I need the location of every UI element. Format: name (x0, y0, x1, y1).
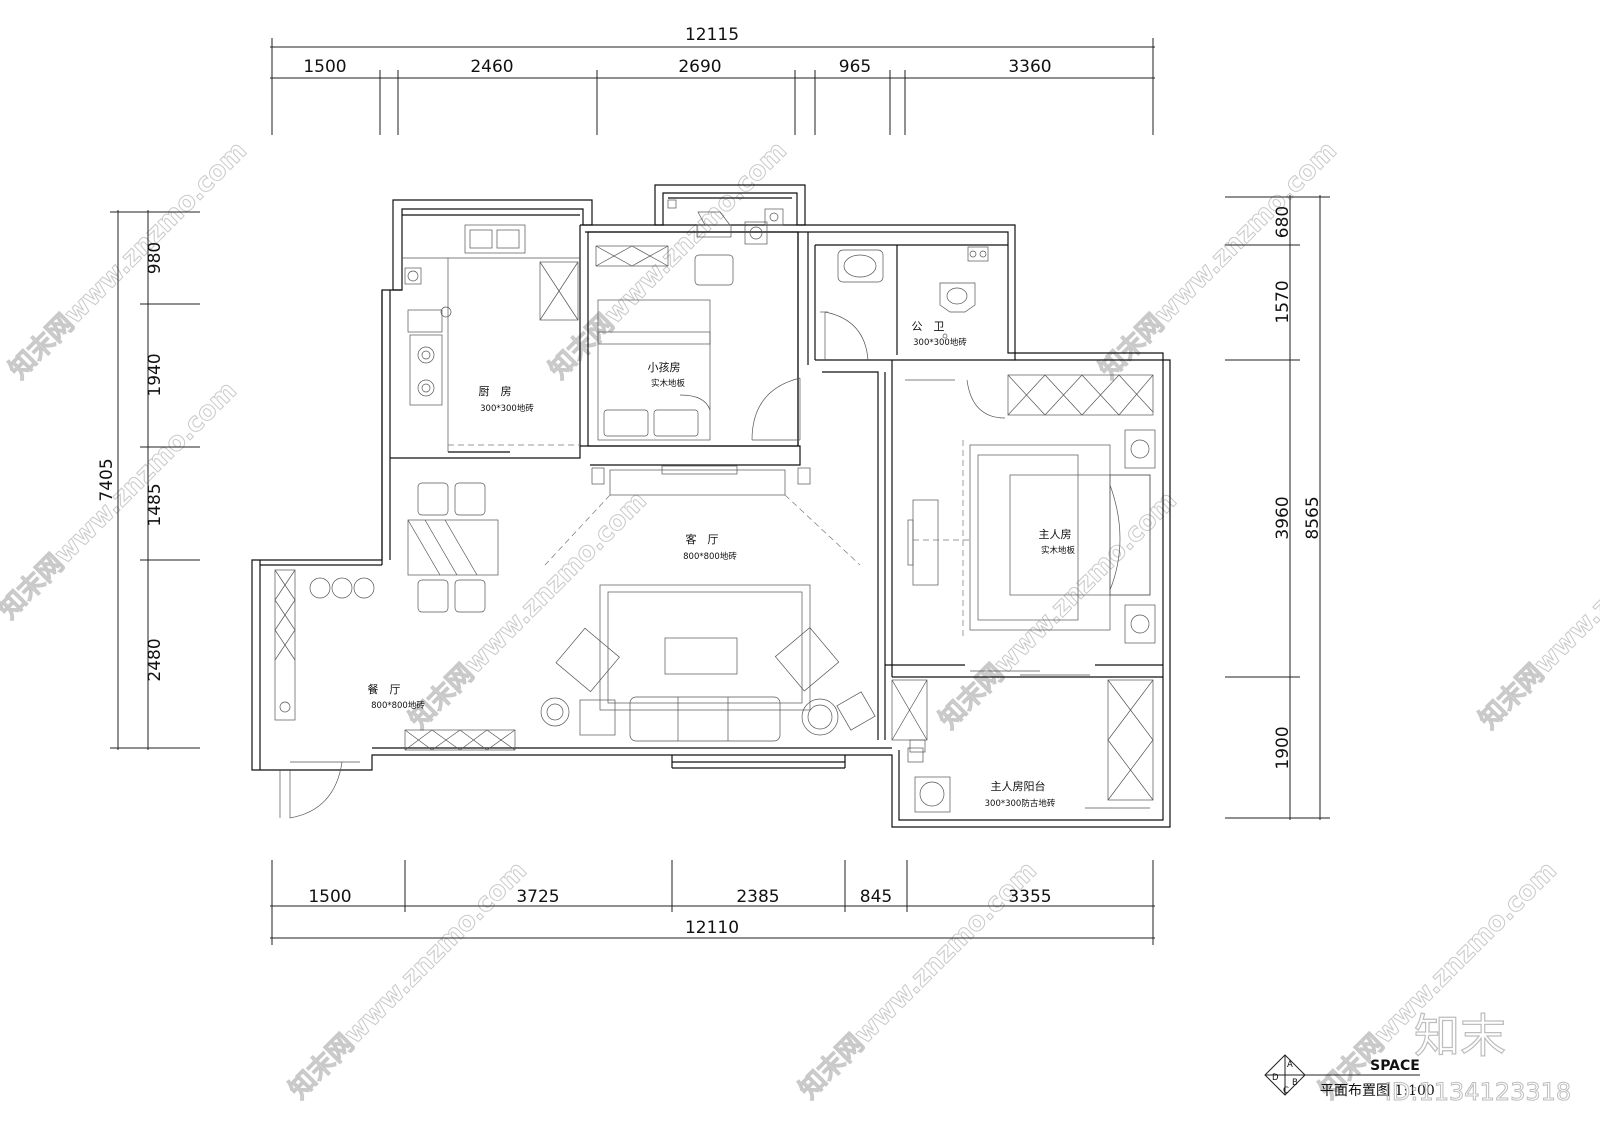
child-room-name: 小孩房 (648, 361, 681, 374)
brand-text: SPACE (1370, 1058, 1420, 1074)
top-segment-dimension: 1500 (303, 57, 346, 77)
left-segment-dimension: 1940 (145, 353, 165, 396)
left-dimensions: 7405 980 1940 1485 2480 (97, 210, 200, 750)
room-labels: 厨 房 300*300地砖 小孩房 实木地板 公 卫 300*300地砖 客 厅… (368, 320, 1076, 809)
bottom-segment-dimension: 845 (860, 887, 892, 907)
master-room-floor: 实木地板 (1041, 545, 1076, 556)
master-room-name: 主人房 (1039, 528, 1072, 541)
public-bath-name: 公 卫 (912, 320, 945, 333)
compass-letter: A (1287, 1060, 1293, 1070)
compass-letter: B (1292, 1078, 1298, 1088)
watermark-logo: 知末 ID:1134123318 (1384, 1008, 1571, 1106)
drawing-title: 平面布置图 1:100 (1320, 1083, 1435, 1099)
left-segment-dimension: 2480 (145, 638, 165, 681)
watermark-layer: 知末网www.znzmo.com 知末网www.znzmo.com 知末网www… (0, 135, 1600, 1105)
dining-furniture (274, 482, 516, 751)
kitchen-name: 厨 房 (479, 385, 512, 398)
child-room-furniture (595, 199, 784, 441)
top-segment-dimension: 965 (839, 57, 871, 77)
top-dimensions: 12115 1500 2460 2690 965 3360 (270, 25, 1155, 135)
top-total-dimension: 12115 (685, 25, 739, 45)
right-segment-dimension: 3960 (1273, 496, 1293, 539)
watermark-text: 知末网www.znzmo.com (404, 486, 653, 735)
bottom-dimensions: 1500 3725 2385 845 3355 12110 (270, 860, 1155, 945)
top-segment-dimension: 2460 (470, 57, 513, 77)
master-room-furniture (907, 374, 1156, 644)
master-balcony-name: 主人房阳台 (991, 779, 1046, 793)
balcony-fixtures (891, 679, 1154, 813)
watermark-text: 知末网www.znzmo.com (1474, 486, 1600, 735)
doors (751, 311, 1090, 676)
bottom-segment-dimension: 2385 (736, 887, 779, 907)
dining-room-floor: 800*800地砖 (371, 700, 425, 711)
bottom-segment-dimension: 3355 (1008, 887, 1051, 907)
watermark-text: 知末网www.znzmo.com (0, 376, 243, 625)
bottom-total-dimension: 12110 (685, 918, 739, 938)
public-bath-floor: 300*300地砖 (913, 337, 967, 348)
title-block: A B C D SPACE 平面布置图 1:100 (1264, 1054, 1435, 1099)
watermark-text: 知末网www.znzmo.com (1094, 136, 1343, 385)
compass-letter: D (1272, 1073, 1279, 1083)
top-segment-dimension: 2690 (678, 57, 721, 77)
right-segment-dimension: 1900 (1273, 726, 1293, 769)
watermark-id-text: ID:1134123318 (1385, 1078, 1571, 1106)
right-dimensions: 680 1570 3960 1900 8565 (1225, 195, 1330, 820)
right-segment-dimension: 1570 (1273, 280, 1293, 323)
master-balcony-floor: 300*300防古地砖 (985, 798, 1056, 809)
living-furniture (540, 465, 924, 763)
left-total-dimension: 7405 (97, 458, 117, 501)
dining-room-name: 餐 厅 (368, 682, 401, 696)
watermark-logo-text: 知末 (1414, 1009, 1506, 1063)
watermark-text: 知末网www.znzmo.com (794, 856, 1043, 1105)
walls (251, 184, 1171, 828)
watermark-text: 知末网www.znzmo.com (934, 486, 1183, 735)
kitchen-fixtures (402, 224, 580, 452)
top-segment-dimension: 3360 (1008, 57, 1051, 77)
bottom-segment-dimension: 3725 (516, 887, 559, 907)
left-segment-dimension: 1485 (145, 483, 165, 526)
child-room-floor: 实木地板 (651, 378, 686, 389)
living-room-name: 客 厅 (686, 532, 719, 546)
kitchen-floor: 300*300地砖 (480, 403, 534, 414)
right-segment-dimension: 680 (1273, 206, 1293, 238)
right-total-dimension: 8565 (1303, 496, 1323, 539)
watermark-text: 知末网www.znzmo.com (1314, 856, 1563, 1105)
living-room-floor: 800*800地砖 (683, 551, 737, 562)
bottom-segment-dimension: 1500 (308, 887, 351, 907)
bathroom-fixtures (820, 246, 989, 339)
compass-letter: C (1283, 1086, 1289, 1096)
left-segment-dimension: 980 (145, 242, 165, 274)
watermark-text: 知末网www.znzmo.com (4, 136, 253, 385)
